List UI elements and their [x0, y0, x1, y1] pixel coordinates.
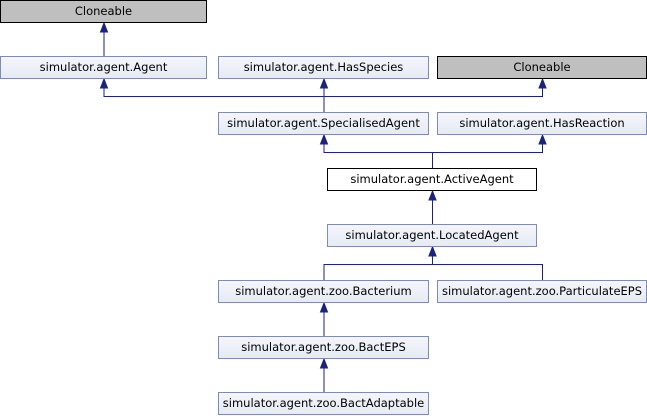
class-node-active-agent: simulator.agent.ActiveAgent	[327, 168, 537, 191]
arrowhead-icon	[428, 245, 437, 257]
arrowhead-icon	[99, 77, 109, 89]
class-node-located-agent[interactable]: simulator.agent.LocatedAgent	[327, 224, 537, 247]
class-node-cloneable-top[interactable]: Cloneable	[0, 0, 207, 23]
inheritance-edge-specialised_agent-to-cloneable_right	[323, 87, 543, 112]
class-node-has-reaction[interactable]: simulator.agent.HasReaction	[437, 112, 647, 135]
class-node-has-species[interactable]: simulator.agent.HasSpecies	[218, 56, 429, 79]
class-node-bacterium[interactable]: simulator.agent.zoo.Bacterium	[218, 280, 429, 303]
class-node-cloneable-right[interactable]: Cloneable	[437, 56, 647, 79]
arrowhead-icon	[319, 77, 329, 89]
class-node-specialised-agent[interactable]: simulator.agent.SpecialisedAgent	[218, 112, 429, 135]
inheritance-edge-bacterium-to-located_agent	[323, 255, 433, 280]
arrowhead-icon	[428, 189, 437, 201]
class-node-particulate-eps[interactable]: simulator.agent.zoo.ParticulateEPS	[437, 280, 647, 303]
inheritance-edge-specialised_agent-to-agent	[103, 87, 325, 112]
inheritance-edge-active_agent-to-has_reaction	[432, 143, 543, 168]
arrowhead-icon	[538, 133, 547, 145]
inheritance-edge-particulate_eps-to-located_agent	[432, 255, 543, 280]
arrowhead-icon	[319, 133, 329, 145]
class-node-agent[interactable]: simulator.agent.Agent	[0, 56, 207, 79]
arrowhead-icon	[538, 77, 547, 89]
arrowhead-icon	[319, 357, 329, 369]
class-node-bact-eps[interactable]: simulator.agent.zoo.BactEPS	[218, 336, 429, 359]
inheritance-edge-active_agent-to-specialised_agent	[323, 143, 433, 168]
arrowhead-icon	[99, 21, 109, 33]
class-node-bact-adaptable[interactable]: simulator.agent.zoo.BactAdaptable	[218, 392, 429, 415]
arrowhead-icon	[319, 301, 329, 313]
